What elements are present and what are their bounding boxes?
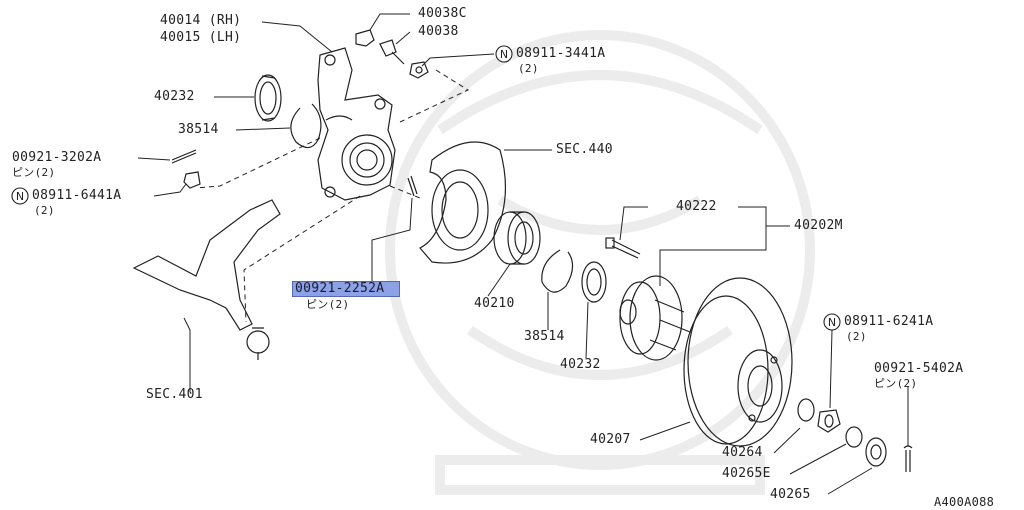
label-40222[interactable]: 40222 (676, 199, 717, 214)
label-40210[interactable]: 40210 (474, 296, 515, 311)
washer-40265e (845, 426, 863, 448)
washer-40264 (797, 398, 815, 422)
split-pin-2252a (407, 175, 418, 197)
label-40202m[interactable]: 40202M (794, 218, 843, 233)
nut-40265 (865, 437, 887, 467)
nut-08911-3441a (409, 61, 429, 79)
label-08911-6241a-qty: (2) (846, 330, 867, 343)
brake-rotor-40207 (683, 277, 793, 447)
label-38514-top[interactable]: 38514 (178, 122, 219, 137)
hub-40202m (619, 275, 691, 361)
label-40038c[interactable]: 40038C (418, 6, 467, 21)
label-00921-2252a-highlighted[interactable]: 00921-2252A (292, 281, 400, 297)
label-sec-401[interactable]: SEC.401 (146, 387, 203, 402)
label-00921-3202a-sub: ピン(2) (12, 166, 56, 179)
hub-bolt-40222 (605, 237, 641, 259)
label-40038[interactable]: 40038 (418, 24, 459, 39)
n-marker-text: N (828, 316, 836, 329)
label-08911-3441a[interactable]: 08911-3441A (516, 46, 606, 61)
label-00921-2252a-sub: ピン(2) (306, 298, 350, 311)
label-08911-6241a[interactable]: 08911-6241A (844, 314, 934, 329)
label-38514-bottom[interactable]: 38514 (524, 329, 565, 344)
snap-ring-38514-top (290, 103, 322, 149)
label-40265[interactable]: 40265 (770, 487, 811, 502)
split-pin-5402a (903, 445, 913, 472)
bearing-40210 (493, 211, 541, 265)
n-marker-text: N (16, 190, 24, 203)
label-40014-rh[interactable]: 40014 (RH) (160, 13, 242, 28)
n-marker-6241a: N (823, 313, 841, 331)
label-08911-3441a-qty: (2) (518, 62, 539, 75)
snap-ring-38514-bottom (541, 249, 574, 293)
label-40232-bottom[interactable]: 40232 (560, 357, 601, 372)
nut-6241a (817, 409, 841, 433)
cap-40038c (355, 29, 375, 47)
label-08911-6441a[interactable]: 08911-6441A (32, 188, 122, 203)
label-00921-5402a-sub: ピン(2) (874, 377, 918, 390)
label-40264[interactable]: 40264 (722, 445, 763, 460)
label-40015-lh[interactable]: 40015 (LH) (160, 30, 242, 45)
samurai-watermark (385, 30, 815, 495)
leader-lines (137, 13, 909, 495)
dust-shield-sec440 (419, 141, 507, 264)
steering-knuckle (317, 47, 396, 201)
lower-control-arm-sec401 (132, 199, 281, 360)
split-pin-3202a (171, 149, 197, 164)
label-40232-top[interactable]: 40232 (154, 89, 195, 104)
label-00921-5402a[interactable]: 00921-5402A (874, 361, 964, 376)
figure-code: A400A088 (934, 495, 995, 509)
label-08911-6441a-qty: (2) (34, 204, 55, 217)
n-marker-text: N (500, 48, 508, 61)
bolt-40038 (379, 39, 405, 65)
label-40207[interactable]: 40207 (590, 432, 631, 447)
alignment-dashes (195, 69, 470, 323)
label-sec-440[interactable]: SEC.440 (556, 142, 613, 157)
n-marker-3441a: N (495, 45, 513, 63)
seal-40232-top (254, 74, 282, 122)
n-marker-6441a: N (11, 187, 29, 205)
seal-40232-bottom (581, 261, 607, 303)
label-00921-3202a[interactable]: 00921-3202A (12, 150, 102, 165)
nut-6441a (183, 171, 201, 189)
label-40265e[interactable]: 40265E (722, 466, 771, 481)
